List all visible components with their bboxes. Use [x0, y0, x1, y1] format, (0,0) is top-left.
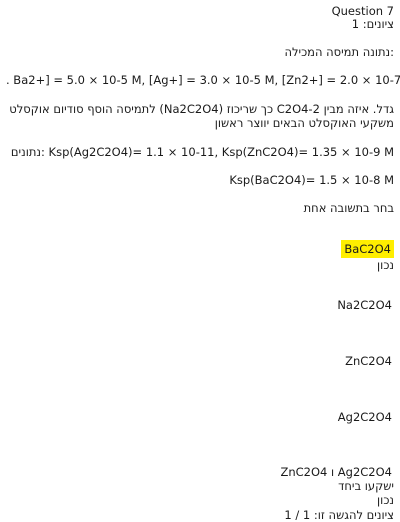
option-label: ZnC2O4 — [345, 354, 392, 368]
option-note: ישקעו ביחד — [338, 479, 394, 493]
answer-option-znc2o4[interactable]: ZnC2O4 — [6, 354, 394, 368]
question-intro: נתונה תמיסה המכילה: — [284, 45, 394, 59]
concentrations-line: . Ba2+] = 5.0 × 10-5 M, [Ag+] = 3.0 × 10… — [6, 73, 400, 87]
answer-option-ag2c2o4[interactable]: Ag2C2O4 — [6, 410, 394, 424]
given-ksp-line-2: Ksp(BaC2O4)= 1.5 × 10-8 M — [229, 173, 394, 187]
answer-option-na2c2o4[interactable]: Na2C2O4 — [6, 298, 394, 312]
task-line-2: משקעי האוקסלט הבאים יווצר ראשון — [214, 116, 394, 130]
correct-note: נכון — [377, 258, 394, 272]
answer-option-bac2o4[interactable]: BaC2O4 נכון — [6, 240, 394, 272]
submission-score: ציונים להגשה זו: 1 / 1 — [284, 508, 394, 522]
option-label: BaC2O4 — [341, 240, 394, 258]
option-label: Ag2C2O4 — [337, 410, 392, 424]
question-number: Question 7 — [331, 4, 394, 18]
task-line-1: לתמיסה הוסף סודיום אוקסלט (Na2C2O4) כך ש… — [9, 102, 394, 116]
option-label: Na2C2O4 — [337, 298, 392, 312]
question-points: ציונים: 1 — [351, 17, 394, 31]
correct-note: נכון — [377, 493, 394, 507]
option-label: ZnC2O4 ו Ag2C2O4 — [280, 465, 392, 479]
answer-instruction: בחר בתשובה אחת — [303, 201, 394, 215]
answer-option-both[interactable]: ZnC2O4 ו Ag2C2O4 ישקעו ביחד נכון — [6, 465, 394, 507]
given-ksp-line-1: נתונים: Ksp(Ag2C2O4)= 1.1 × 10-11, Ksp(Z… — [10, 145, 394, 159]
